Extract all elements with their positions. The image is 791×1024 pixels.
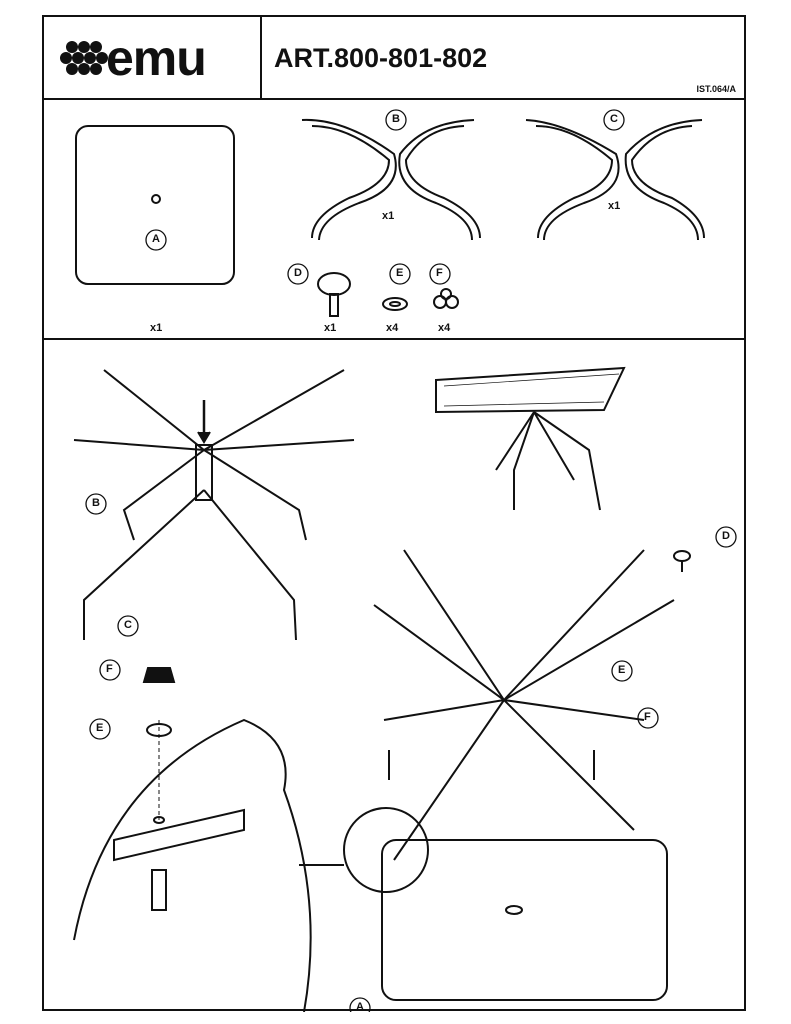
base-to-top-diagram xyxy=(373,549,675,1001)
leg-frame-c-icon xyxy=(525,119,705,241)
header: emu ART.800-801-802 IST.064/A xyxy=(44,17,744,100)
tabletop-a-icon xyxy=(75,125,235,285)
part-a-count: x1 xyxy=(150,322,163,334)
finished-table-diagram xyxy=(435,366,626,511)
brand-name: emu xyxy=(106,30,207,86)
assembly-drawings xyxy=(73,366,737,1012)
part-c-label: C xyxy=(610,113,618,125)
parts-drawings xyxy=(75,109,705,317)
detail-section-diagram xyxy=(73,667,429,1012)
part-e-label: E xyxy=(396,267,404,279)
part-b-label: B xyxy=(392,113,400,125)
leg-frame-b-icon xyxy=(301,118,481,241)
part-d-count: x1 xyxy=(324,322,337,334)
bolt-d-icon xyxy=(317,272,351,317)
nut-f-icon xyxy=(433,288,459,309)
step-label-a: A xyxy=(356,1001,364,1013)
brand-logo: emu xyxy=(44,17,262,98)
step-label-b: B xyxy=(92,497,100,509)
washer-e-icon xyxy=(382,297,408,311)
part-d-label: D xyxy=(294,267,302,279)
part-b-count: x1 xyxy=(382,210,395,222)
leg-insertion-diagram xyxy=(73,369,355,641)
part-f-count: x4 xyxy=(438,322,451,334)
flower-logo-icon xyxy=(60,41,108,75)
document-code: IST.064/A xyxy=(696,84,736,94)
instruction-sheet: emu ART.800-801-802 IST.064/A xyxy=(42,15,746,1013)
part-c-count: x1 xyxy=(608,200,621,212)
parts-list: A x1 B x1 C x1 D x1 E x4 F x4 xyxy=(44,98,744,340)
detail-label-f: F xyxy=(106,663,113,675)
bolt-d-icon xyxy=(673,550,691,572)
step-label-f: F xyxy=(644,711,651,723)
detail-label-e: E xyxy=(96,722,104,734)
part-e-count: x4 xyxy=(386,322,399,334)
step-label-c: C xyxy=(124,619,132,631)
assembly-steps: B C D E F F E A xyxy=(44,340,744,1013)
page-title: ART.800-801-802 xyxy=(274,43,488,73)
part-f-label: F xyxy=(436,267,443,279)
part-a-label: A xyxy=(152,233,160,245)
step-label-e: E xyxy=(618,664,626,676)
step-label-d: D xyxy=(722,530,730,542)
